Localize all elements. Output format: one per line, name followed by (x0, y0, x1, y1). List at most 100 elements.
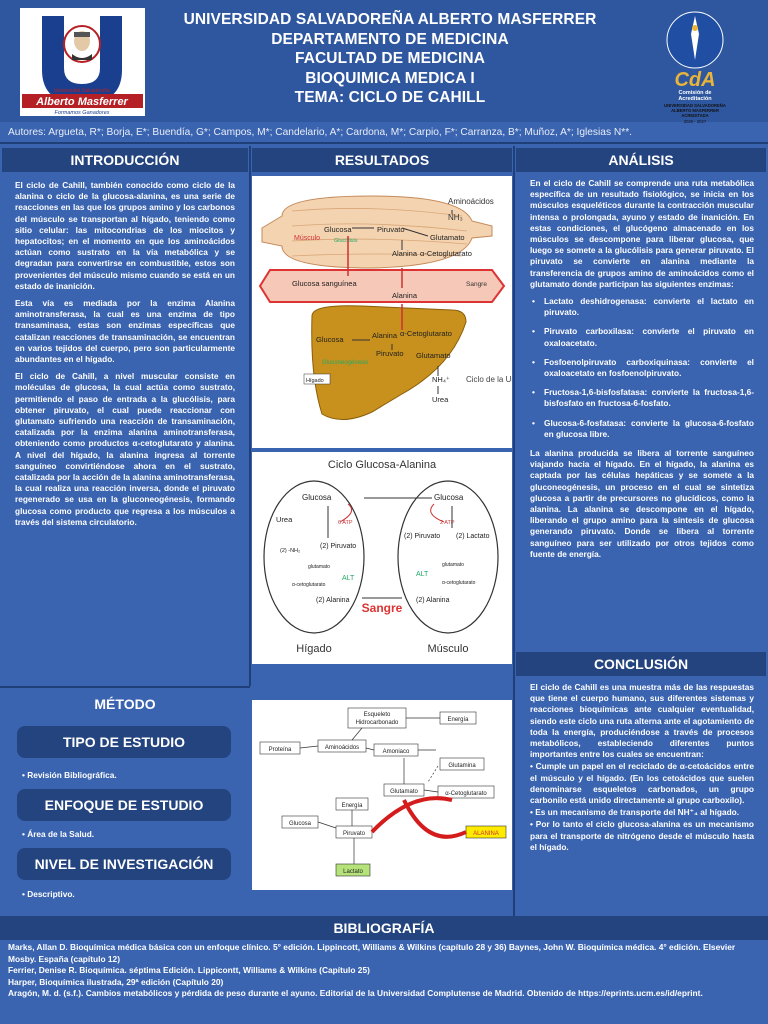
enzyme-item: Glucosa-6-fosfatasa: convierte la glucos… (530, 418, 754, 440)
intro-paragraph: El ciclo de Cahill, a nivel muscular con… (15, 371, 235, 527)
fig2-urea: Urea (276, 515, 293, 524)
fig2-musculo: Músculo (428, 643, 469, 655)
fig1-gluconeogenesis: Gluconeogénesis (322, 360, 368, 366)
title-line-1: UNIVERSIDAD SALVADOREÑA ALBERTO MASFERRE… (183, 11, 597, 28)
fig2-glucosa-left: Glucosa (302, 493, 332, 502)
fig1-alanina-liver: Alanina (372, 331, 398, 340)
accreditation-logo: CdA Comisión de Acreditación UNIVERSIDAD… (664, 11, 726, 124)
intro-paragraph: Esta vía es mediada por la enzima Alanin… (15, 298, 235, 365)
d3-glucosa: Glucosa (289, 821, 312, 827)
fig1-glucosa-sanguinea: Glucosa sanguínea (292, 279, 357, 288)
intro-header: INTRODUCCIÓN (2, 148, 248, 172)
d3-energia: Energía (447, 717, 469, 723)
logo-name: Alberto Masferrer (35, 96, 128, 108)
fig2-piruvato-right: (2) Piruvato (404, 533, 440, 540)
enzyme-item: Fructosa-1,6-bisfosfatasa: convierte la … (530, 387, 754, 409)
fig2-cetoglutarato-left: α-cetoglutarato (292, 582, 326, 588)
fig1-nh4: NH₄⁺ (432, 375, 450, 384)
analisis-outro: La alanina producida se libera al torren… (530, 448, 754, 559)
fig1-glucolisis: Glucólisis (334, 238, 358, 244)
column-divider (249, 146, 251, 686)
intro-body: El ciclo de Cahill, también conocido com… (15, 180, 235, 534)
metodo-header: MÉTODO (2, 692, 248, 716)
intro-paragraph: El ciclo de Cahill, también conocido com… (15, 180, 235, 291)
logo-arc-text: Universidad Salvadoreña (54, 88, 110, 94)
fig1-glucosa-liver: Glucosa (316, 335, 344, 344)
conclusion-point: • Por lo tanto el ciclo glucosa-alanina … (530, 819, 754, 852)
title-line-3: FACULTAD DE MEDICINA (295, 50, 485, 67)
enzyme-item: Piruvato carboxilasa: convierte el piruv… (530, 326, 754, 348)
fig2-nh2: (2) -NH₂ (280, 548, 300, 554)
fig1-higado: Hígado (306, 378, 324, 384)
analisis-intro: En el ciclo de Cahill se comprende una r… (530, 178, 754, 289)
fig2-title: Ciclo Glucosa-Alanina (328, 459, 437, 471)
conclusion-point: • Es un mecanismo de transporte del NH⁺₄… (530, 807, 740, 818)
analisis-header: ANÁLISIS (516, 148, 766, 172)
title-line-2: DEPARTAMENTO DE MEDICINA (271, 30, 509, 48)
fig1-alanina-blood: Alanina (392, 291, 418, 300)
poster-titles: UNIVERSIDAD SALVADOREÑA ALBERTO MASFERRE… (160, 10, 620, 108)
enzyme-list: Lactato deshidrogenasa: convierte el lac… (530, 296, 754, 440)
nivel-investigacion-pill: NIVEL DE INVESTIGACIÓN (17, 848, 231, 880)
cda-line-5: ACREDITADA (681, 113, 708, 118)
tipo-estudio-pill: TIPO DE ESTUDIO (17, 726, 231, 758)
bibliografia-entry: Ferrier, Denise R. Bioquímica. séptima E… (8, 965, 370, 976)
conclusion-header: CONCLUSIÓN (516, 652, 766, 676)
bibliografia-header: BIBLIOGRAFÍA (0, 916, 768, 940)
title-line-4: BIOQUIMICA MEDICA I (305, 69, 475, 87)
cda-line-4: ALBERTO MASFERRER (671, 108, 719, 113)
d3-alanina: ALANINA (473, 831, 499, 837)
cda-letters: CdA (674, 69, 715, 91)
fig1-ciclo-urea: Ciclo de la Urea (466, 375, 512, 384)
bibliografia-entry: Harper, Bioquímica ilustrada, 29ª edició… (8, 976, 224, 987)
logo-tagline: Formamos Ganadores (54, 110, 109, 116)
fig2-lactato: (2) Lactato (456, 533, 490, 540)
d3-aminoacidos: Aminoácidos (325, 745, 359, 751)
d3-amoniaco: Amoniaco (383, 749, 410, 755)
d3-glutamina: Glutamina (448, 763, 476, 769)
bibliografia-entry: Aragón, M. d. (s.f.). Cambios metabólico… (8, 988, 703, 999)
conclusion-intro: El ciclo de Cahill es una muestra más de… (530, 682, 754, 760)
cda-line-2: Acreditación (678, 96, 712, 102)
d3-acetoglutarato: α-Cetoglutarato (445, 791, 487, 797)
d3-piruvato: Piruvato (343, 831, 366, 837)
fig1-glutamato-liver: Glutamato (416, 351, 451, 360)
d3-glutamato: Glutamato (390, 789, 418, 795)
fig2-alanina-left: (2) Alanina (316, 597, 350, 604)
fig2-glucosa-right: Glucosa (434, 493, 464, 502)
fig2-piruvato-left: (2) Piruvato (320, 543, 356, 550)
authors-line: Autores: Argueta, R*; Borja, E*; Buendía… (0, 124, 768, 144)
fig1-acetoglutarato: α-Cetoglutarato (420, 249, 472, 258)
fig2-alanina-right: (2) Alanina (416, 597, 450, 604)
poster-header: Universidad Salvadoreña Alberto Masferre… (0, 0, 768, 124)
protein-metabolism-diagram: Proteína Aminoácidos Esqueleto Hidrocarb… (252, 700, 512, 890)
glucose-alanine-cycle-figure: Ciclo Glucosa-Alanina Glucosa Glucosa Ur… (252, 452, 512, 664)
fig2-sangre: Sangre (362, 601, 403, 615)
fig1-musculo: Músculo (294, 235, 320, 242)
d3-lactato: Lactato (343, 869, 363, 875)
conclusion-body: El ciclo de Cahill es una muestra más de… (530, 682, 754, 859)
d3-proteina: Proteína (269, 747, 292, 753)
fig1-glucosa: Glucosa (324, 225, 352, 234)
fig1-piruvato-liver: Piruvato (376, 349, 404, 358)
fig1-urea: Urea (432, 395, 449, 404)
bibliografia-body: Marks, Allan D. Bioquímica médica básica… (8, 942, 760, 1000)
section-divider (0, 686, 250, 688)
fig1-acetoglutarato-liver: α-Cetoglutarato (400, 329, 452, 338)
resultados-header: RESULTADOS (252, 148, 512, 172)
enzyme-item: Lactato deshidrogenasa: convierte el lac… (530, 296, 754, 318)
fig1-aminoacidos: Aminoácidos (448, 197, 494, 206)
d3-esqueleto: Esqueleto (364, 712, 391, 718)
analisis-body: En el ciclo de Cahill se comprende una r… (530, 178, 754, 566)
enfoque-estudio-pill: ENFOQUE DE ESTUDIO (17, 789, 231, 821)
fig2-6atp: 6 ATP (338, 520, 353, 526)
fig1-sangre: Sangre (466, 281, 487, 288)
university-logo: Universidad Salvadoreña Alberto Masferre… (20, 8, 145, 116)
cda-line-3: UNIVERSIDAD SALVADOREÑA (664, 103, 726, 108)
fig2-glutamato-right: glutamato (442, 562, 464, 568)
fig1-nh3: NH₃ (448, 213, 463, 222)
d3-hidrocarbonado: Hidrocarbonado (356, 720, 399, 726)
cda-line-1: Comisión de (678, 90, 711, 96)
nivel-investigacion-value: • Descriptivo. (22, 889, 75, 899)
conclusion-point: • Cumple un papel en el reciclado de α-c… (530, 761, 754, 806)
